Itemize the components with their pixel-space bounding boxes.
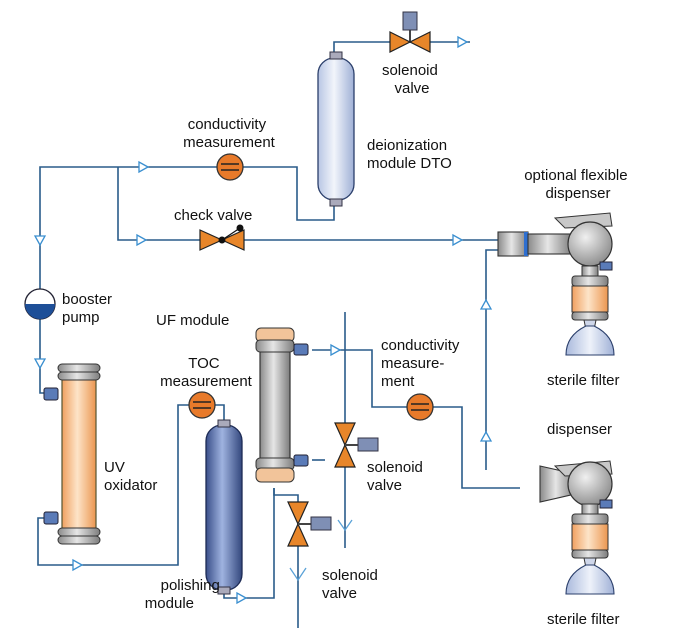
uf-module: [255, 327, 309, 483]
label-sterile-filter-bottom: sterile filter: [547, 611, 620, 628]
solenoid-valve-mid: [334, 422, 379, 468]
label-solenoid-valve-bottom: solenoid valve: [322, 567, 382, 602]
label-uv-oxidator: UV oxidator: [104, 459, 157, 494]
labels: solenoid valve conductivity measurement …: [62, 62, 632, 628]
optional-flexible-dispenser: [497, 212, 613, 277]
polishing-module: [205, 419, 243, 595]
label-check-valve: check valve: [174, 207, 252, 224]
label-polishing-module: polishing module: [145, 577, 224, 612]
label-solenoid-valve-top: solenoid valve: [382, 62, 442, 97]
label-dispenser: dispenser: [547, 421, 612, 438]
drain-lines: [289, 519, 353, 582]
flow-arrows: [33, 35, 493, 605]
label-conductivity-mid: conductivity measure- ment: [381, 337, 464, 390]
conductivity-meter-mid: [406, 393, 434, 421]
label-toc-measurement: TOC measurement: [160, 355, 253, 390]
dispenser: [539, 460, 613, 515]
label-solenoid-valve-mid: solenoid valve: [367, 459, 427, 494]
toc-meter: [188, 391, 216, 419]
check-valve: [199, 224, 245, 251]
label-optional-dispenser: optional flexible dispenser: [524, 167, 632, 202]
solenoid-valve-bottom: [287, 501, 332, 547]
label-deionization-module: deionization module DTO: [367, 137, 452, 172]
sterile-filter-bottom: [565, 513, 615, 595]
label-uf-module: UF module: [156, 312, 229, 329]
label-booster-pump: booster pump: [62, 291, 116, 326]
uv-oxidator: [43, 363, 101, 545]
solenoid-valve-top: [389, 11, 431, 53]
conductivity-meter-top: [216, 153, 244, 181]
booster-pump: [24, 288, 56, 320]
label-conductivity-top: conductivity measurement: [183, 116, 276, 151]
deionization-module: [317, 51, 355, 207]
label-sterile-filter-top: sterile filter: [547, 372, 620, 389]
sterile-filter-top: [565, 275, 615, 356]
pipe-network: [37, 41, 520, 628]
